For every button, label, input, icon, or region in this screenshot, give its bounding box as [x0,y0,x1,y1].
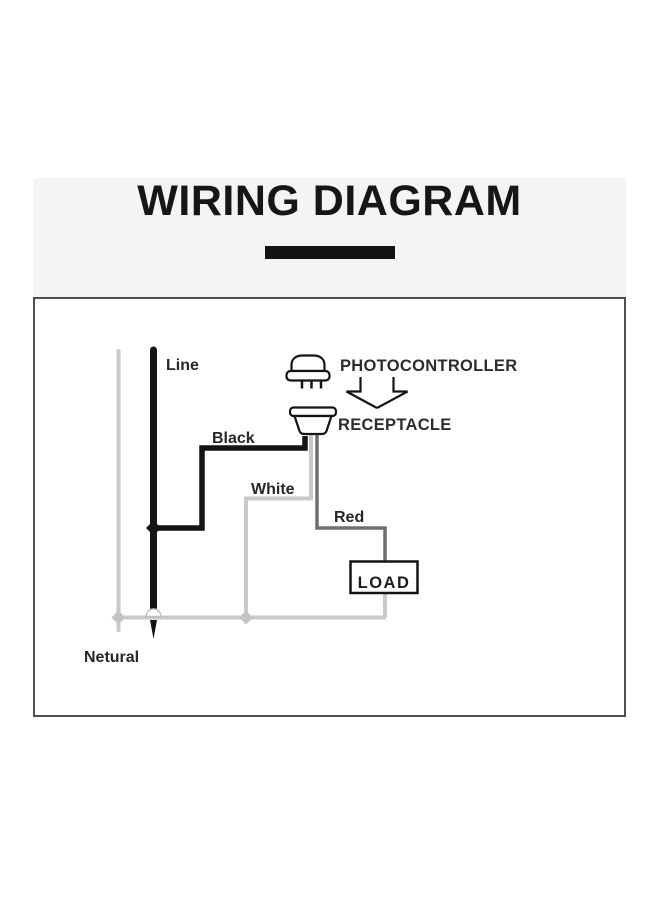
black-junction-dot [146,520,161,536]
red-label: Red [334,509,364,526]
receptacle-icon [288,406,338,436]
title-band: WIRING DIAGRAM [33,178,626,297]
diagram-box: LOAD Line Black White [33,297,626,717]
black-label: Black [212,430,255,447]
load-label: LOAD [358,574,411,592]
line-label: Line [166,357,199,374]
wiring-diagram-svg: LOAD Line Black White [84,346,517,666]
red-wire [315,434,387,561]
photocontroller-label: PHOTOCONTROLLER [340,357,517,375]
white-wire [244,434,313,617]
title-divider-bar [264,246,395,259]
wire-hop-bump [145,608,162,618]
down-arrow-icon [345,377,409,409]
load-box [349,560,419,595]
neutral-label: Netural [84,649,139,666]
photocontroller-icon [285,354,331,389]
receptacle-label: RECEPTACLE [338,416,452,434]
line-wire-tip [150,620,157,639]
black-wire [150,436,308,531]
white-label: White [251,481,295,498]
neutral-junction-dot-left [111,610,126,625]
neutral-junction-dot-white [239,610,253,625]
page-title: WIRING DIAGRAM [137,177,522,225]
